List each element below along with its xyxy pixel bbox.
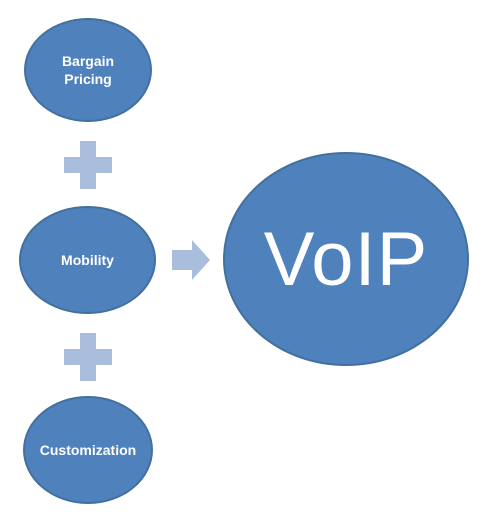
right-arrow-icon (172, 240, 210, 280)
bargain-pricing-label: Bargain Pricing (61, 53, 115, 87)
mobility-node: Mobility (19, 206, 156, 314)
bargain-pricing-node: Bargain Pricing (24, 18, 152, 122)
mobility-label: Mobility (61, 252, 114, 268)
plus-icon-vertical-bar (80, 333, 96, 381)
right-arrow-shape (172, 240, 210, 280)
voip-node: VoIP (223, 152, 469, 366)
plus-icon (64, 141, 112, 189)
customization-node: Customization (23, 396, 153, 504)
plus-icon (64, 333, 112, 381)
customization-label: Customization (39, 442, 137, 458)
voip-label: VoIP (263, 216, 429, 302)
plus-icon-vertical-bar (80, 141, 96, 189)
